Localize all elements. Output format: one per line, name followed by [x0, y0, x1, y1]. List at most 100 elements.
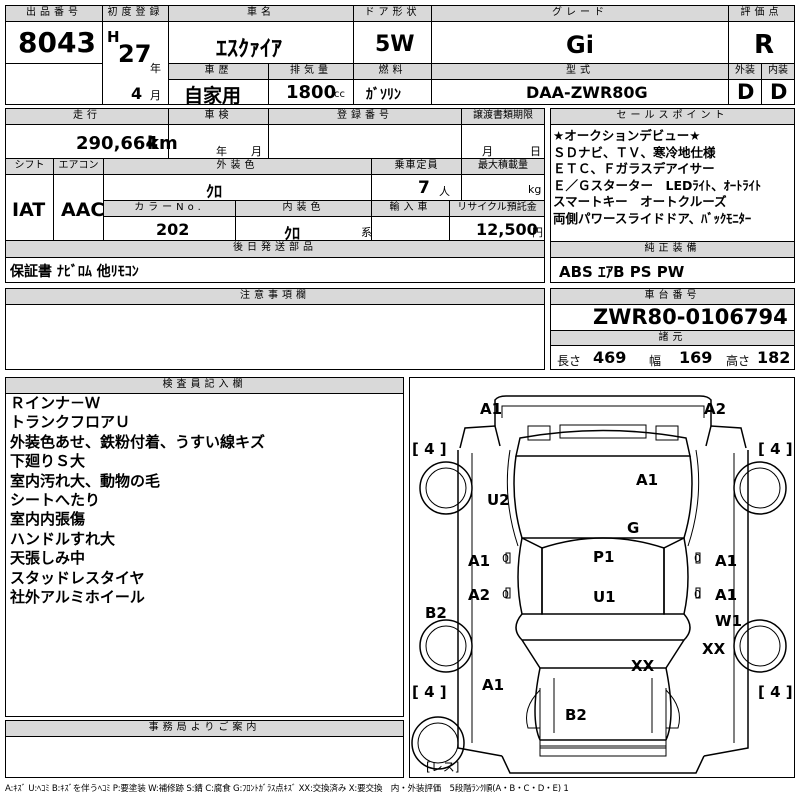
tire-tread-front-right: [ 4 ] [758, 683, 793, 701]
equipment-header: 純正装備 [551, 242, 794, 258]
interior-score: D [770, 80, 788, 104]
interior-color: ｸﾛ [284, 224, 301, 243]
transfer-deadline-cell [462, 125, 544, 159]
equipment-block: 純正装備 ABS ｴｱB PS PW [550, 241, 795, 283]
inspection-header: 車検 [169, 109, 269, 125]
damage-mark: G [627, 519, 640, 537]
max-load-cell [462, 175, 544, 201]
import-header: 輸入車 [372, 201, 450, 217]
reg-month: 4 [131, 84, 143, 103]
inspector-block: 検査員記入欄 Ｒインナ－Ｗ トランクフロアＵ 外装色あせ、鉄粉付着、うすい線キズ… [5, 377, 404, 717]
tire-tread-rear-right: [ 4 ] [758, 440, 793, 458]
recycle-fee-cell [450, 217, 544, 241]
reg-year: 27 [118, 40, 152, 68]
interior-score-header: 内装 [762, 64, 794, 80]
color-number-header: カラーNo. [104, 201, 236, 217]
inspector-note-line: トランクフロアＵ [10, 413, 131, 432]
aircon-header: エアコン [54, 159, 104, 175]
grade-header: グレード [432, 6, 729, 22]
damage-mark: A1 [715, 586, 738, 604]
mileage-unit: km [147, 133, 178, 154]
tire-tread-front-left: [ 4 ] [412, 683, 447, 701]
import-cell [372, 217, 450, 241]
inspector-note-line: 室内内張傷 [10, 510, 86, 529]
sales-point-line: ＳＤナビ、ＴＶ、寒冷地仕様 [553, 144, 716, 160]
sales-point-line: スマートキー オートクルーズ [553, 194, 727, 209]
length: 469 [593, 348, 627, 367]
recycle-fee-unit: 円 [532, 226, 543, 239]
damage-mark: A2 [468, 586, 491, 604]
capacity-cell [372, 175, 462, 201]
damage-mark: XX [702, 640, 726, 658]
car-name-header: 車名 [169, 6, 354, 22]
office-block: 事務局よりご案内 [5, 720, 404, 778]
sales-point-line: 両側パワースライドドア、ﾊﾞｯｸﾓﾆﾀｰ [553, 210, 752, 226]
inspector-note-line: 天張しみ中 [10, 549, 86, 568]
damage-mark: A2 [704, 400, 727, 418]
equipment: ABS ｴｱB PS PW [559, 263, 685, 281]
interior-color-unit: 系 [361, 226, 372, 239]
model-cell [432, 80, 729, 104]
damage-mark: A1 [482, 676, 505, 694]
displacement: 1800 [286, 82, 337, 103]
damage-mark: U1 [593, 588, 616, 606]
plate-header: 登録番号 [269, 109, 462, 125]
inspector-notes: Ｒインナ－Ｗ トランクフロアＵ 外装色あせ、鉄粉付着、うすい線キズ 下廻りＳ大 … [10, 394, 265, 607]
inspector-note-line: 社外アルミホイール [10, 588, 145, 607]
chassis-number: ZWR80-0106794 [593, 305, 788, 329]
first-registration-cell [103, 22, 169, 104]
exterior-color-header: 外装色 [104, 159, 372, 175]
damage-mark: P1 [593, 548, 615, 566]
inspector-note-line: 室内汚れ大、動物の毛 [10, 471, 161, 490]
damage-mark: W1 [715, 612, 742, 630]
max-load-header: 最大積載量 [462, 159, 544, 175]
damage-mark: A1 [636, 471, 659, 489]
damage-mark: A1 [480, 400, 503, 418]
width: 169 [679, 348, 713, 367]
damage-mark: U2 [487, 491, 510, 509]
car-name: ｴｽｸｧｲｱ [216, 37, 283, 62]
history-header: 車歴 [169, 64, 269, 80]
grade-cell [432, 22, 729, 64]
damage-mark: B2 [565, 706, 587, 724]
lot-number-header: 出品番号 [6, 6, 103, 22]
transfer-day-unit: 日 [530, 145, 541, 158]
transfer-deadline-header: 譲渡書類期限 [462, 109, 544, 125]
office-header: 事務局よりご案内 [6, 721, 403, 737]
exterior-color-cell [104, 175, 372, 201]
damage-zero-mark: 0 [502, 552, 509, 565]
car-outline [411, 395, 787, 774]
vehicle-details-block: 走行 290,664 km 車検 年 月 登録番号 譲渡書類期限 月 日 シフト… [5, 108, 545, 283]
door-header: ドア形状 [354, 6, 432, 22]
exterior-score-header: 外装 [729, 64, 762, 80]
door-type: 5W [375, 32, 415, 57]
shift-header: シフト [6, 159, 54, 175]
lot-number-blank [6, 64, 103, 104]
notes-block: 注意事項欄 [5, 288, 545, 370]
sales-point-line: ★オークションデビュー★ [553, 128, 701, 143]
mileage-header: 走行 [6, 109, 169, 125]
capacity-unit: 人 [439, 185, 450, 198]
sales-point-line: Ｅ／Ｇスターター LEDﾗｲﾄ、ｵｰﾄﾗｲﾄ [553, 177, 762, 193]
inspector-note-line: 外装色あせ、鉄粉付着、うすい線キズ [10, 432, 266, 451]
damage-mark: A1 [715, 552, 738, 570]
recycle-fee-header: リサイクル預託金 [450, 201, 544, 217]
history: 自家用 [184, 85, 242, 107]
damage-mark: XX [631, 657, 655, 675]
damage-zero-mark: 0 [502, 588, 509, 601]
model-header: 型式 [432, 64, 729, 80]
exterior-score: D [737, 80, 755, 104]
overall-score: R [754, 30, 775, 60]
model: DAA-ZWR80G [526, 83, 648, 102]
score-header: 評価点 [729, 6, 794, 22]
mileage-cell [6, 125, 169, 159]
lot-number-cell [6, 22, 103, 64]
reg-month-unit: 月 [150, 89, 161, 102]
lot-number: 8043 [18, 26, 96, 59]
spare-tire-status: [レス] [426, 760, 460, 774]
interior-color-header: 内装色 [236, 201, 372, 217]
fuel-cell [354, 80, 432, 104]
later-parts-header: 後日発送部品 [6, 241, 544, 258]
specs-header: 諸元 [551, 330, 794, 346]
length-label: 長さ [557, 354, 582, 368]
